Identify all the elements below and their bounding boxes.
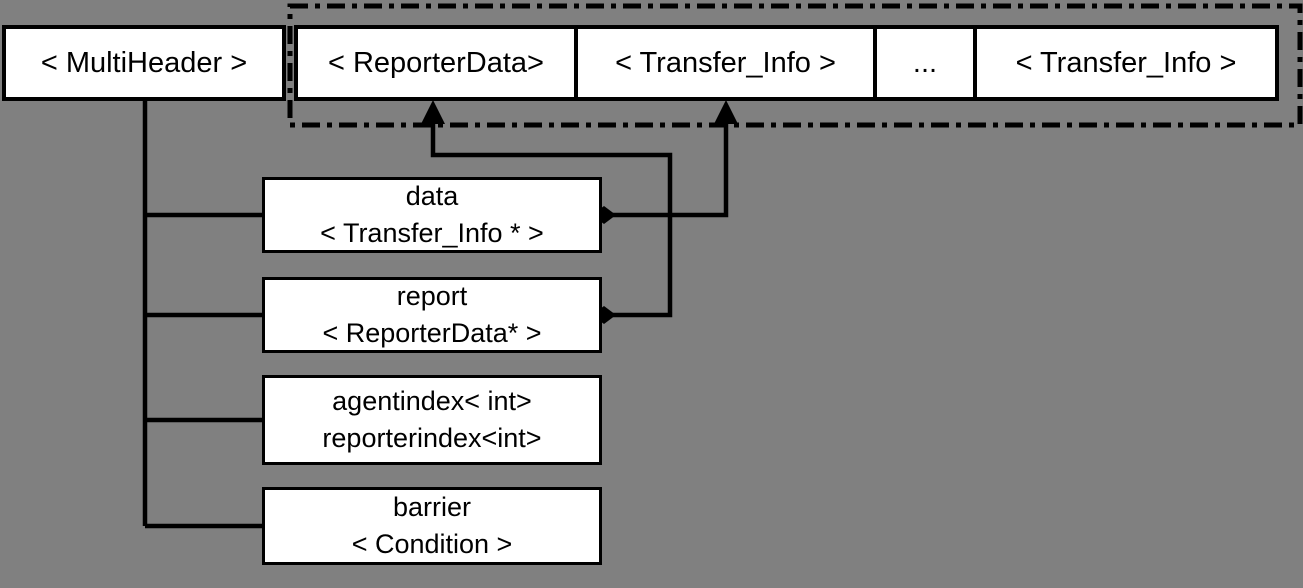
transfer-info-box-1: < Transfer_Info > [574, 25, 877, 101]
reporterdata-box: < ReporterData> [294, 25, 578, 101]
member-type: < ReporterData* > [322, 318, 542, 348]
member-box-report: report < ReporterData* > [262, 277, 602, 353]
member-name: barrier [392, 491, 472, 522]
transfer-info-box-2: < Transfer_Info > [973, 25, 1279, 101]
ellipsis-label: ... [912, 46, 938, 79]
arrowhead-up-transferinfo [714, 100, 738, 124]
transfer-info-label-2: < Transfer_Info > [1015, 46, 1237, 79]
member-type: < Condition > [351, 529, 513, 559]
member-name: report [396, 280, 468, 311]
member-box-barrier: barrier < Condition > [262, 487, 602, 565]
member-name: agentindex< int> [332, 385, 532, 416]
member-type: < Transfer_Info * > [320, 218, 544, 248]
member-name: data [405, 180, 459, 211]
member-type: reporterindex<int> [322, 423, 542, 453]
ellipsis-box: ... [873, 25, 977, 101]
member-box-data: data < Transfer_Info * > [262, 177, 602, 253]
reporterdata-label: < ReporterData> [327, 46, 544, 79]
multiheader-box: < MultiHeader > [2, 25, 286, 101]
transfer-info-label-1: < Transfer_Info > [615, 46, 836, 79]
member-box-indices: agentindex< int> reporterindex<int> [262, 375, 602, 465]
multiheader-label: < MultiHeader > [40, 46, 248, 79]
report-to-reporterdata-connector [430, 120, 673, 318]
arrowhead-up-reporterdata [421, 100, 445, 124]
data-to-transferinfo-connector [602, 120, 729, 218]
array-dashed-border [287, 3, 1303, 128]
